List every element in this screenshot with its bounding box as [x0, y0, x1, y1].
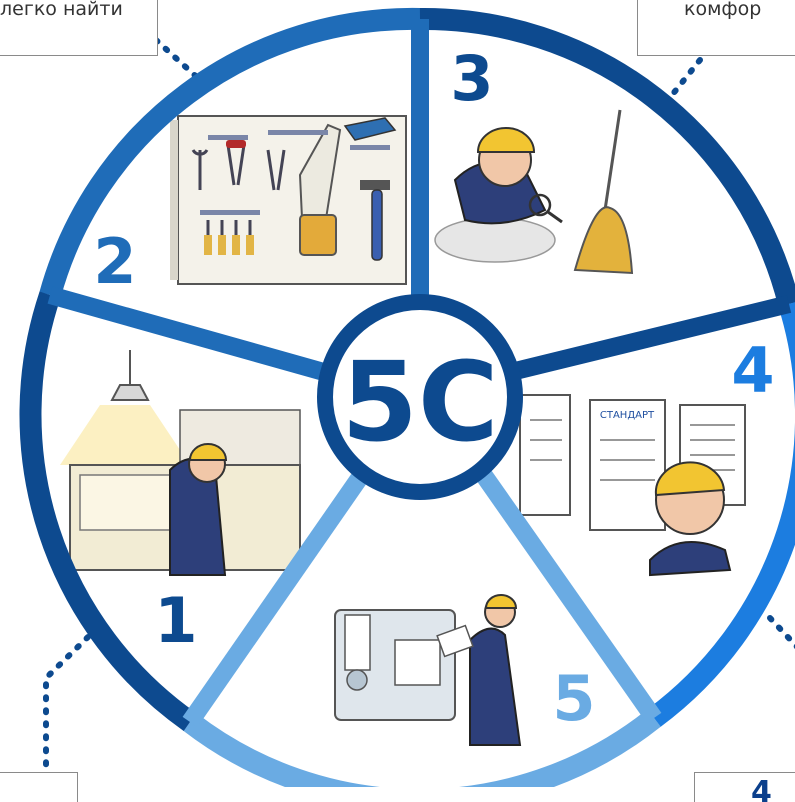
segment-number-4: 4 [731, 334, 774, 407]
standard-sign-text: СТАНДАРТ [600, 410, 655, 421]
callout-bottom-right-text: 4 [751, 775, 772, 802]
connector-bottom-right [767, 615, 795, 650]
connector-lines [43, 37, 795, 773]
illustration-machines [60, 350, 301, 576]
illustration-tool-board [170, 115, 407, 285]
illustration-cleaning [434, 109, 634, 275]
connector-top-right [665, 57, 703, 103]
callout-top-left-text: легко найти [0, 0, 123, 20]
segment-number-1: 1 [154, 584, 197, 657]
callout-bottom-left [0, 772, 78, 802]
illustration-inspection [334, 594, 522, 746]
spoke-3-4 [500, 295, 792, 383]
illustration-standards: СТАНДАРТ [519, 394, 746, 577]
outer-ring [19, 7, 795, 787]
ring-arc-4 [647, 302, 795, 727]
ring-arc-1 [19, 291, 197, 731]
connector-bottom-left [43, 634, 91, 773]
connector-top-left [153, 37, 203, 83]
callout-top-right-text: комфор [684, 0, 762, 20]
center-label: 5С [341, 338, 498, 466]
callout-top-left: легко найти [0, 0, 158, 56]
center-hub [317, 294, 523, 500]
ring-arc-3 [419, 7, 795, 307]
spoke-5-1 [182, 464, 373, 728]
ring-arc-2 [39, 7, 421, 298]
spoke-4-5 [470, 461, 662, 724]
callout-bottom-right: 4 [694, 772, 795, 802]
spokes [47, 19, 792, 728]
segment-number-2: 2 [93, 225, 136, 298]
ring-arc-5 [183, 709, 661, 787]
callout-top-right: комфор [637, 0, 795, 56]
spoke-1-2 [47, 286, 341, 385]
segment-number-5: 5 [552, 662, 595, 735]
segment-number-3: 3 [450, 42, 493, 115]
